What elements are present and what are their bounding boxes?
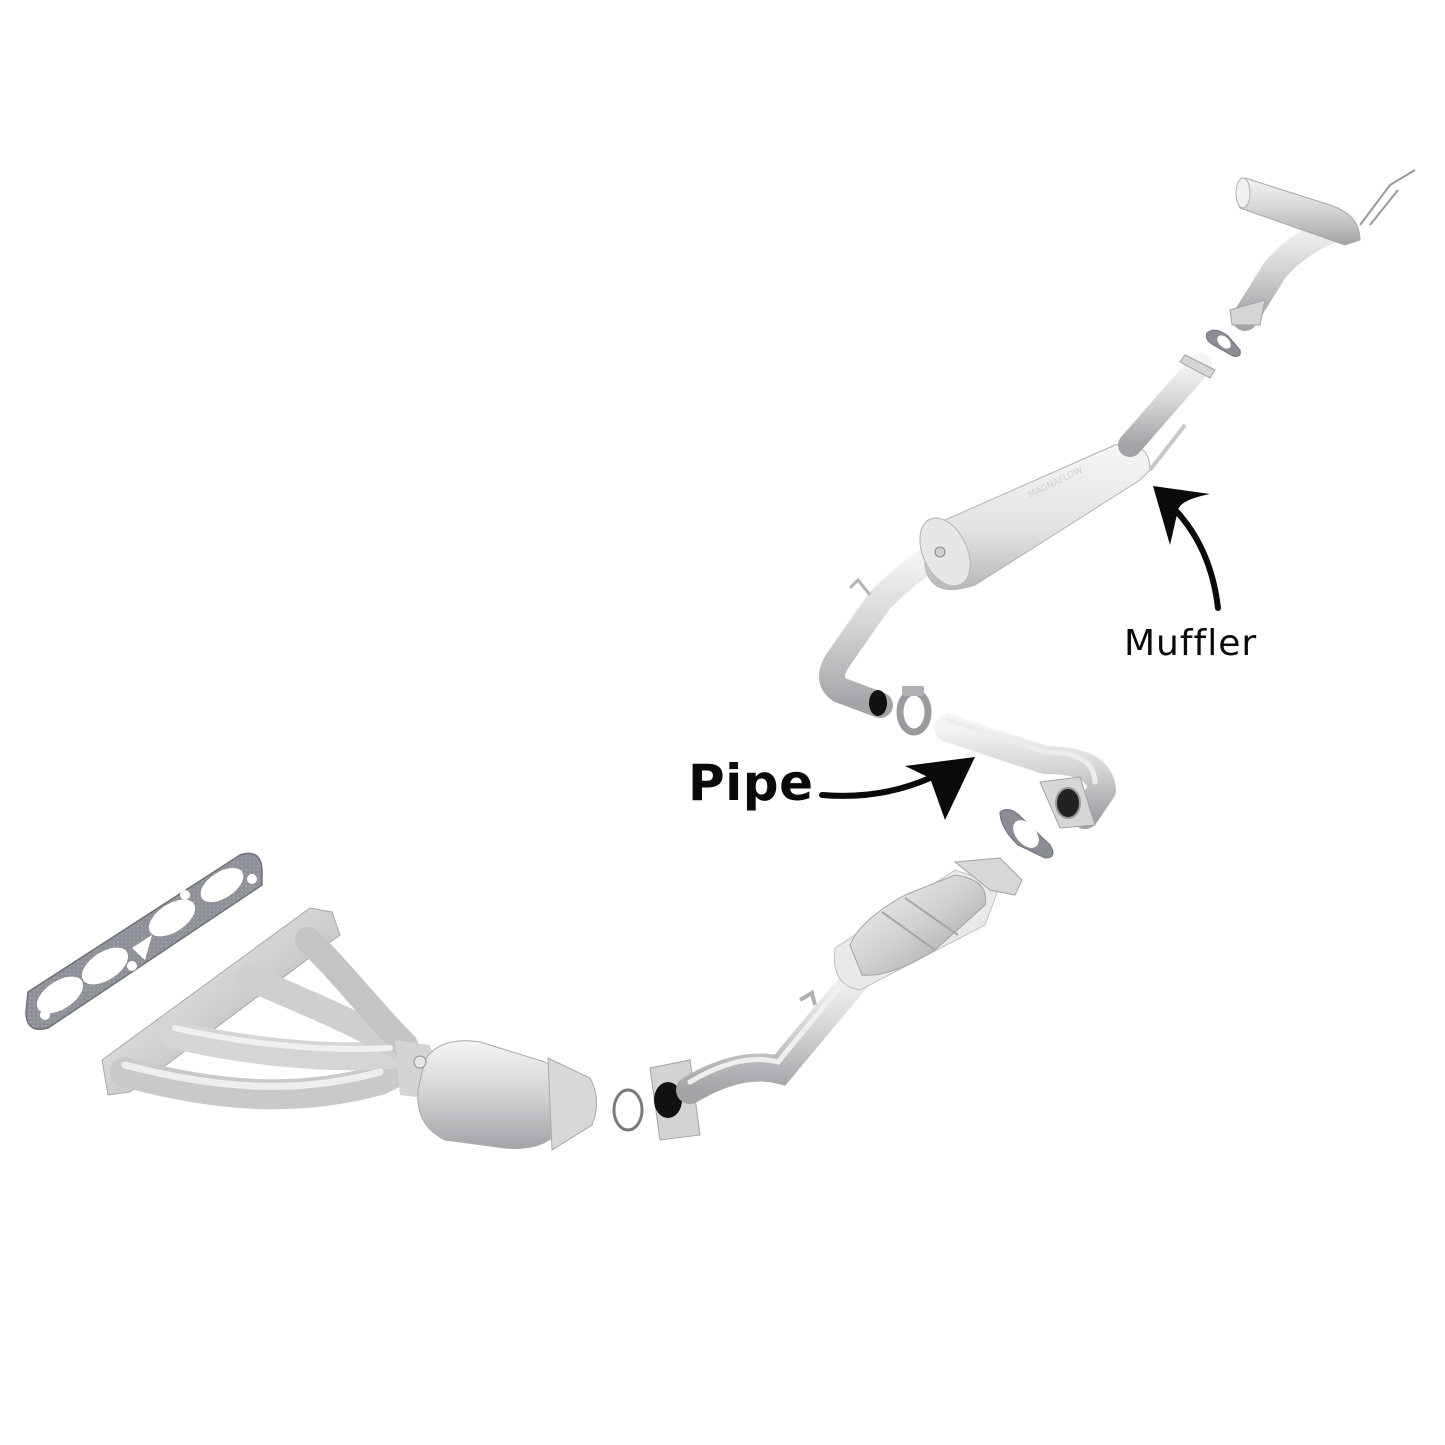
pipe-annotation-label: Pipe (688, 754, 814, 812)
manifold-catalytic-converter (395, 1040, 597, 1151)
flange-gasket-2 (1205, 329, 1241, 357)
exhaust-tip (1235, 177, 1361, 246)
catalytic-converter (833, 857, 1023, 991)
ring-gasket (612, 1088, 644, 1132)
muffler-outlet-pipe (1118, 353, 1216, 472)
muffler-inlet-pipe (819, 542, 948, 718)
front-pipe (649, 961, 874, 1141)
exhaust-manifold-gasket (25, 852, 263, 1030)
pipe-arrow (819, 757, 975, 820)
intermediate-pipe (934, 714, 1116, 829)
flange-gasket-1 (999, 809, 1054, 859)
muffler-annotation-label: Muffler (1124, 623, 1258, 664)
muffler-arrow (1153, 486, 1221, 611)
muffler: MAGNAFLOW (919, 443, 1151, 590)
band-clamp (896, 686, 932, 736)
exhaust-manifold-header (101, 907, 435, 1110)
